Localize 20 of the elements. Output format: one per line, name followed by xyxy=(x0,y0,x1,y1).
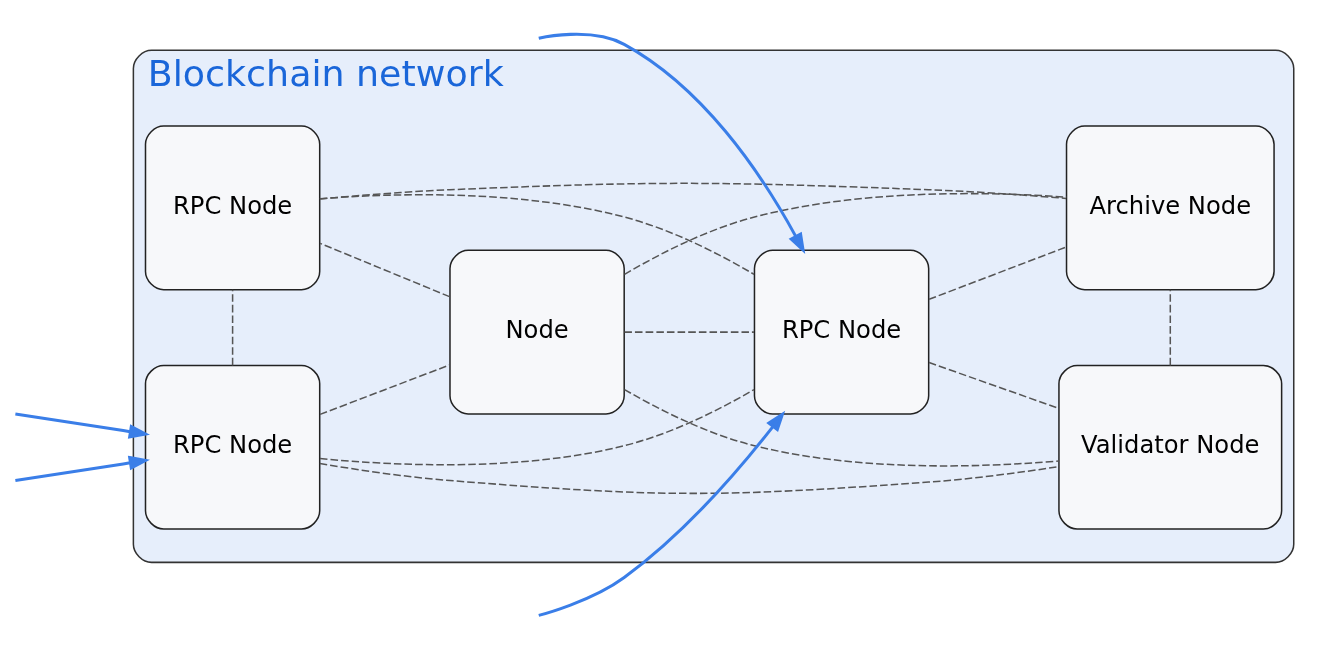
connector xyxy=(1169,289,1172,367)
connector xyxy=(319,182,1067,200)
arrow xyxy=(15,412,150,439)
connector xyxy=(319,242,451,298)
node-box: RPC Node xyxy=(144,364,321,530)
arrow xyxy=(538,32,806,255)
arrow xyxy=(538,410,786,617)
node-box: Validator Node xyxy=(1058,364,1283,530)
node-box: RPC Node xyxy=(144,125,321,291)
node-box: Archive Node xyxy=(1065,125,1275,291)
connector xyxy=(623,388,1060,467)
connector xyxy=(319,364,451,416)
node-box: Node xyxy=(449,249,625,415)
arrow xyxy=(15,455,150,483)
connector xyxy=(231,289,234,367)
connector xyxy=(623,192,1068,276)
node-box: RPC Node xyxy=(753,249,930,415)
connector xyxy=(623,331,755,333)
connector xyxy=(319,388,755,466)
connector xyxy=(928,246,1067,301)
